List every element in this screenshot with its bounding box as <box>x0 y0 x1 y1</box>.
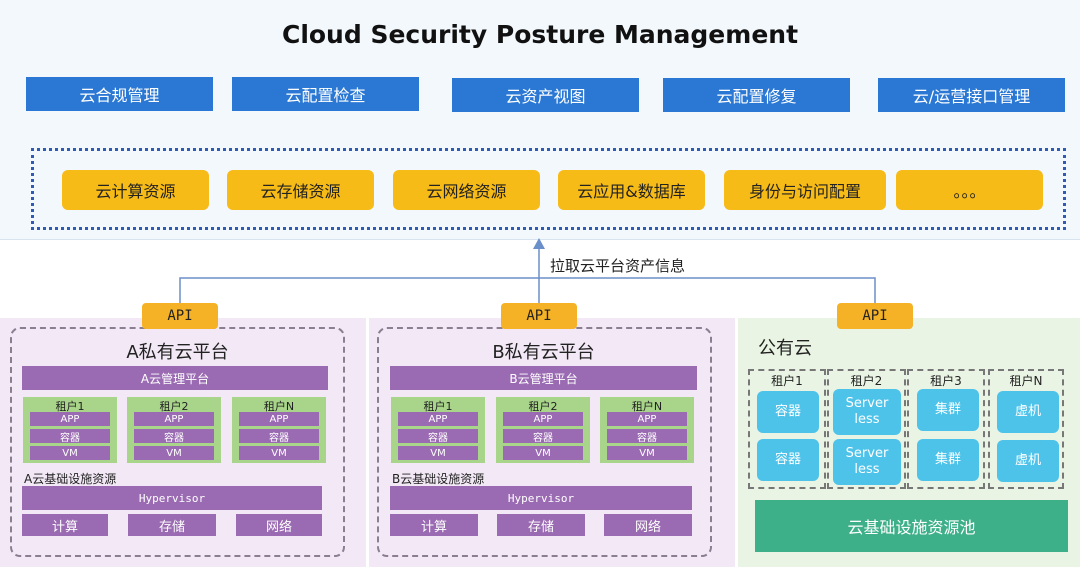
tenant-vm: VM <box>30 446 110 460</box>
private-b-mgmt: B云管理平台 <box>390 366 697 390</box>
private-a-title: A私有云平台 <box>126 342 229 363</box>
private-a-infra-label: A云基础设施资源 <box>24 471 117 486</box>
private-b-infra-label: B云基础设施资源 <box>392 471 485 486</box>
tenant-label: 租户2 <box>159 400 189 413</box>
tenant-vm: VM <box>134 446 214 460</box>
resource-storage: 云存储资源 <box>227 170 374 210</box>
tenant-label: 租户N <box>263 400 295 413</box>
public-resource-pool: 云基础设施资源池 <box>755 500 1068 552</box>
private-b-hypervisor: Hypervisor <box>390 486 692 510</box>
tenant-label: 租户2 <box>850 373 883 388</box>
public-cluster-1: 集群 <box>917 389 979 431</box>
function-asset-view: 云资产视图 <box>452 78 639 112</box>
public-tenant-2-frame <box>827 369 906 489</box>
tenant-container: 容器 <box>607 429 687 444</box>
tenant-app: APP <box>607 412 687 426</box>
tenant-label: 租户N <box>631 400 663 413</box>
private-a-storage: 存储 <box>128 514 216 536</box>
page-title: Cloud Security Posture Management <box>281 19 799 49</box>
tenant-label: 租户1 <box>55 400 85 413</box>
pull-asset-label: 拉取云平台资产信息 <box>550 256 686 275</box>
public-serverless-2: Server less <box>833 439 901 485</box>
function-api-mgmt: 云/运营接口管理 <box>878 78 1065 112</box>
function-config-fix: 云配置修复 <box>663 78 850 112</box>
private-b-network: 网络 <box>604 514 692 536</box>
resource-network: 云网络资源 <box>393 170 540 210</box>
tenant-label: 租户3 <box>930 373 962 388</box>
private-b-storage: 存储 <box>497 514 585 536</box>
public-container-2: 容器 <box>757 439 819 481</box>
private-b-title: B私有云平台 <box>492 342 595 363</box>
public-tenant-n-frame <box>988 369 1064 489</box>
resource-app-db: 云应用&数据库 <box>558 170 705 210</box>
tenant-vm: VM <box>503 446 583 460</box>
tenant-app: APP <box>134 412 214 426</box>
tenant-vm: VM <box>239 446 319 460</box>
resource-more: 。。。 <box>896 170 1043 210</box>
public-tenant-1-frame <box>748 369 826 489</box>
api-tag-b: API <box>501 303 577 329</box>
tenant-label: 租户2 <box>528 400 558 413</box>
tenant-container: 容器 <box>134 429 214 444</box>
tenant-container: 容器 <box>239 429 319 444</box>
tenant-label: 租户N <box>1009 373 1043 388</box>
public-cloud-title: 公有云 <box>758 338 812 359</box>
private-b-compute: 计算 <box>390 514 478 536</box>
private-a-mgmt: A云管理平台 <box>22 366 328 390</box>
tenant-label: 租户1 <box>771 373 803 388</box>
public-serverless-1: Server less <box>833 389 901 435</box>
api-tag-public: API <box>837 303 913 329</box>
tenant-vm: VM <box>398 446 478 460</box>
tenant-label: 租户1 <box>423 400 453 413</box>
public-vm-2: 虚机 <box>997 440 1059 482</box>
private-a-compute: 计算 <box>22 514 108 536</box>
public-vm-1: 虚机 <box>997 391 1059 433</box>
api-tag-a: API <box>142 303 218 329</box>
resource-compute: 云计算资源 <box>62 170 209 210</box>
resource-frame <box>31 148 1066 230</box>
function-config-check: 云配置检查 <box>232 77 419 111</box>
tenant-app: APP <box>239 412 319 426</box>
tenant-app: APP <box>503 412 583 426</box>
function-compliance: 云合规管理 <box>26 77 213 111</box>
tenant-app: APP <box>30 412 110 426</box>
tenant-vm: VM <box>607 446 687 460</box>
public-cluster-2: 集群 <box>917 439 979 481</box>
tenant-container: 容器 <box>30 429 110 444</box>
private-a-network: 网络 <box>236 514 322 536</box>
tenant-container: 容器 <box>503 429 583 444</box>
private-a-hypervisor: Hypervisor <box>22 486 322 510</box>
tenant-container: 容器 <box>398 429 478 444</box>
tenant-app: APP <box>398 412 478 426</box>
public-container-1: 容器 <box>757 391 819 433</box>
resource-iam: 身份与访问配置 <box>724 170 886 210</box>
public-tenant-3-frame <box>907 369 985 489</box>
